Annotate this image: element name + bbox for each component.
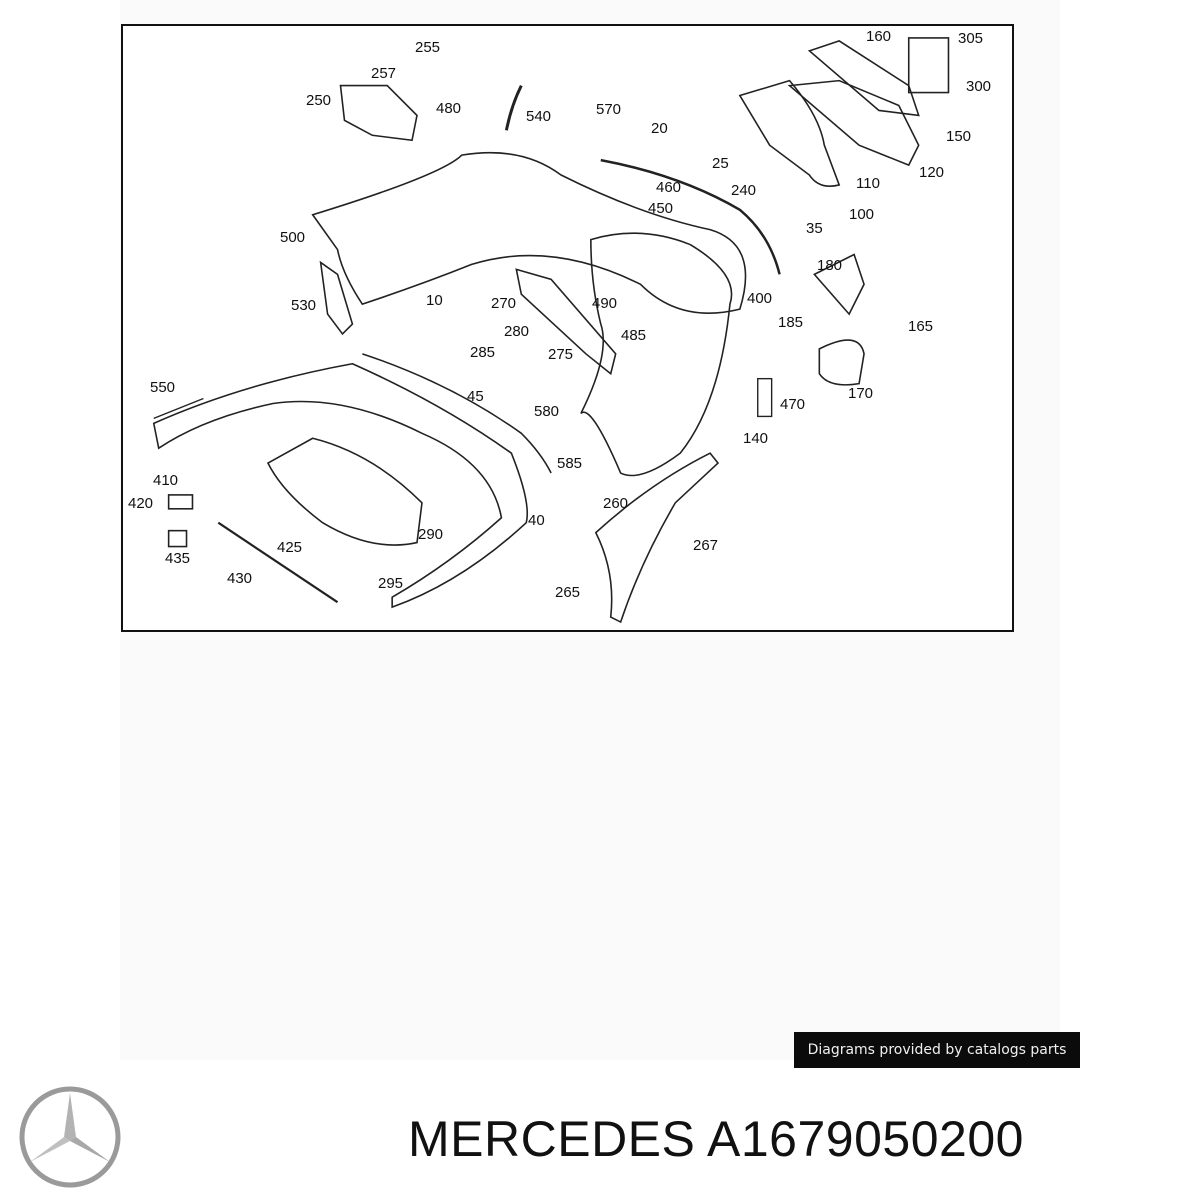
callout-165: 165 [908, 318, 934, 335]
bracket-530 [319, 260, 354, 336]
callout-170: 170 [848, 385, 874, 402]
part-title: MERCEDES A1679050200 [408, 1111, 1024, 1167]
callout-430: 430 [227, 570, 253, 587]
parts-diagram [121, 24, 1014, 632]
callout-20: 20 [651, 120, 668, 137]
callout-280: 280 [504, 323, 530, 340]
callout-150: 150 [946, 128, 972, 145]
callout-257: 257 [371, 65, 397, 82]
callout-550: 550 [150, 379, 176, 396]
trim-strip-45 [362, 353, 552, 474]
callout-540: 540 [526, 108, 552, 125]
callout-285: 285 [470, 344, 496, 361]
bracket-250 [339, 84, 418, 142]
callout-410: 410 [153, 472, 179, 489]
bracket-180 [813, 253, 865, 316]
callout-100: 100 [849, 206, 875, 223]
callout-570: 570 [596, 101, 622, 118]
callout-300: 300 [966, 78, 992, 95]
callout-450: 450 [648, 200, 674, 217]
callout-400: 400 [747, 290, 773, 307]
callout-305: 305 [958, 30, 984, 47]
callout-295: 295 [378, 575, 404, 592]
callout-585: 585 [557, 455, 583, 472]
bracket-270 [515, 268, 617, 376]
cover-110 [738, 79, 841, 187]
callout-110: 110 [856, 175, 880, 192]
callout-160: 160 [866, 28, 892, 45]
callout-480: 480 [436, 100, 462, 117]
callout-265: 265 [555, 584, 581, 601]
callout-180: 180 [817, 257, 843, 274]
carrier-290 [266, 437, 423, 546]
sensor-435 [167, 529, 188, 548]
diagram-drawing [152, 37, 950, 624]
bumper-main [580, 232, 733, 477]
callout-120: 120 [919, 164, 945, 181]
strip-240 [600, 158, 781, 275]
reflector-170 [818, 339, 865, 386]
strip-550 [153, 397, 204, 420]
diffuser-lower [152, 362, 529, 609]
callout-10: 10 [426, 292, 443, 309]
callout-267: 267 [693, 537, 719, 554]
callout-35: 35 [806, 220, 823, 237]
callout-425: 425 [277, 539, 303, 556]
callout-260: 260 [603, 495, 629, 512]
callout-435: 435 [165, 550, 191, 567]
callout-530: 530 [291, 297, 317, 314]
callout-485: 485 [621, 327, 647, 344]
callout-25: 25 [712, 155, 729, 172]
callout-275: 275 [548, 346, 574, 363]
strip-540 [504, 84, 523, 131]
callout-240: 240 [731, 182, 757, 199]
callout-290: 290 [418, 526, 444, 543]
callout-250: 250 [306, 92, 332, 109]
callout-270: 270 [491, 295, 517, 312]
credit-badge: Diagrams provided by catalogs parts [794, 1032, 1080, 1068]
bracket-120 [787, 79, 920, 167]
bumper-cover-upper [311, 151, 747, 314]
callout-460: 460 [656, 179, 682, 196]
callout-45: 45 [467, 388, 484, 405]
callout-185: 185 [778, 314, 804, 331]
callout-580: 580 [534, 403, 560, 420]
callout-500: 500 [280, 229, 306, 246]
callout-470: 470 [780, 396, 806, 413]
mercedes-star-logo [19, 1086, 121, 1188]
cable-425 [217, 521, 339, 604]
callout-140: 140 [743, 430, 769, 447]
sensor-420 [167, 494, 194, 510]
callout-40: 40 [528, 512, 545, 529]
bracket-150 [807, 40, 920, 117]
callout-490: 490 [592, 295, 618, 312]
callout-255: 255 [415, 39, 441, 56]
grille-300 [907, 37, 950, 94]
callout-420: 420 [128, 495, 154, 512]
part-470 [757, 377, 773, 418]
bracket-260 [594, 452, 720, 624]
